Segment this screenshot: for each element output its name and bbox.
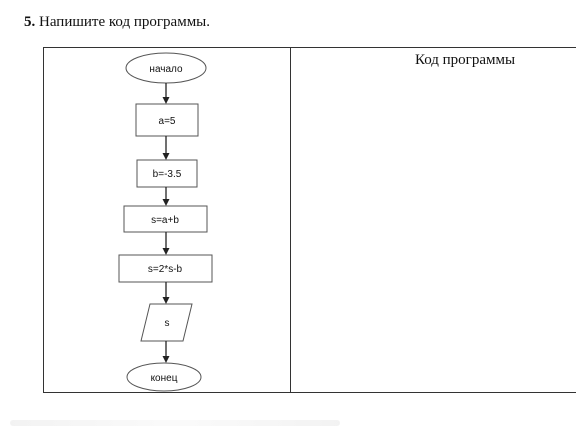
flow-arrowhead <box>162 248 170 255</box>
flow-arrowhead <box>162 153 170 160</box>
output-parallelogram <box>140 303 193 342</box>
flow-arrowhead <box>162 199 170 206</box>
process-step-sum <box>123 205 208 233</box>
code-column-header: Код программы <box>414 52 516 68</box>
process-step-label: s=2*s-b <box>148 264 183 275</box>
process-step-label: b=-3.5 <box>153 169 182 180</box>
output-label: s <box>165 318 170 329</box>
process-step-assign-b <box>136 159 198 188</box>
flow-arrowhead <box>162 356 170 363</box>
task-title: 5. Напишите код программы. <box>24 14 210 31</box>
process-step-compute <box>118 254 213 283</box>
end-label: конец <box>151 373 178 384</box>
process-step-label: s=a+b <box>151 215 179 226</box>
end-terminator <box>126 362 202 392</box>
task-number: 5. <box>24 14 36 30</box>
task-text: Напишите код программы. <box>39 14 211 30</box>
flow-arrowhead <box>162 297 170 304</box>
flow-arrowhead <box>162 97 170 104</box>
table-divider <box>290 47 291 393</box>
blurred-footer-strip <box>10 420 340 426</box>
start-label: начало <box>149 64 183 75</box>
process-step-label: a=5 <box>159 116 176 127</box>
process-step-assign-a <box>135 103 199 137</box>
answer-table <box>43 47 576 393</box>
